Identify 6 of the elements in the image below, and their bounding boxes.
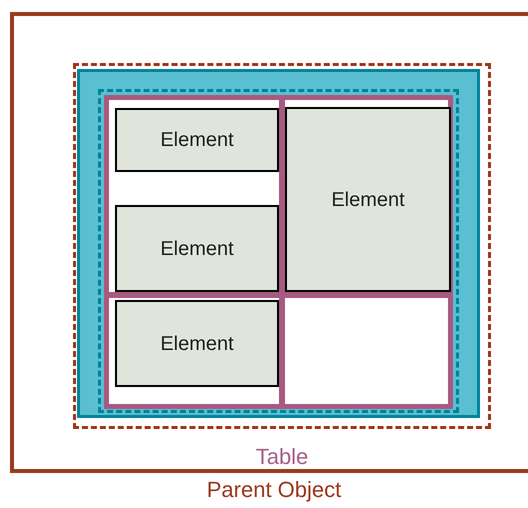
frame-label: Parent Object [206,479,342,501]
element-box: Element [115,205,279,292]
element-box: Element [285,107,451,292]
table-label: Table [254,446,310,468]
element-box: Element [115,108,279,172]
element-box: Element [115,300,279,387]
